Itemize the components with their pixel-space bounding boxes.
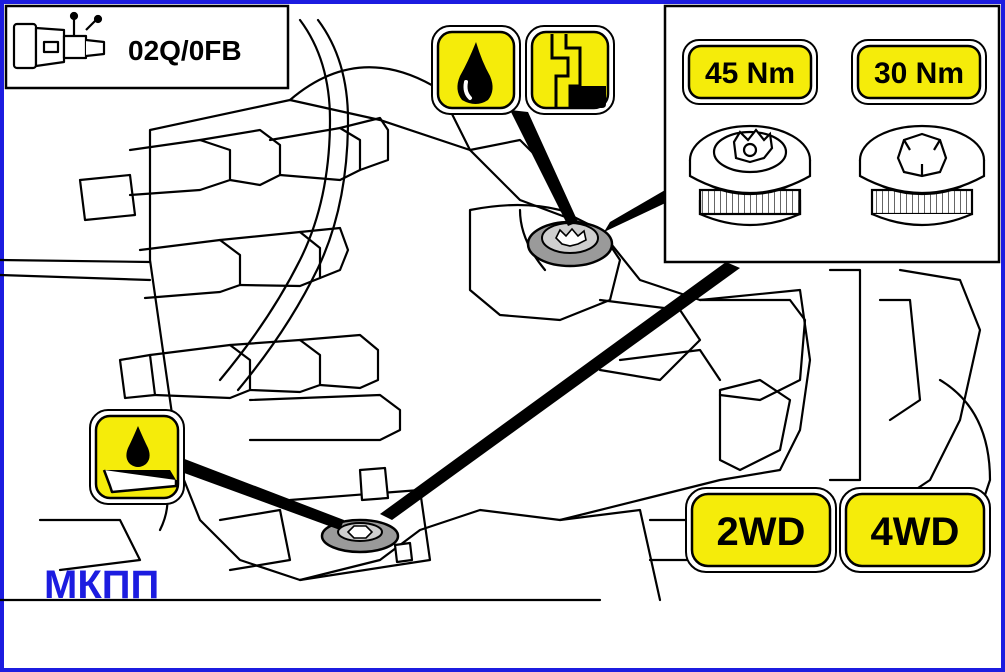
transmission-line-art (0, 18, 992, 602)
gearbox-icon (12, 11, 106, 70)
callout-leaders (176, 110, 740, 530)
hex-socket-plug-icon (858, 124, 986, 227)
drive-badge-4wd: 4WD (839, 487, 991, 573)
transmission-code: 02Q/0FB (128, 35, 242, 66)
oil-badge (431, 25, 521, 115)
fill-level-icon (550, 34, 606, 108)
drive-badge-4wd-label: 4WD (871, 510, 960, 554)
drain-plug (320, 518, 400, 554)
fill-level-badge (525, 25, 615, 115)
drive-badge-2wd: 2WD (685, 487, 837, 573)
code-box: 02Q/0FB (4, 4, 290, 90)
fill-plug (526, 220, 614, 268)
torque-right-label: 30 Nm (874, 57, 964, 90)
torque-left-label: 45 Nm (705, 57, 795, 90)
oil-drain-pan-icon (102, 426, 178, 494)
drain-badge (89, 409, 185, 505)
drive-badge-2wd-label: 2WD (717, 510, 806, 554)
transmission-type-label: МКПП (44, 563, 159, 607)
splined-plug-icon (688, 124, 812, 227)
torque-panel: 45 Nm 30 Nm (663, 4, 1001, 264)
